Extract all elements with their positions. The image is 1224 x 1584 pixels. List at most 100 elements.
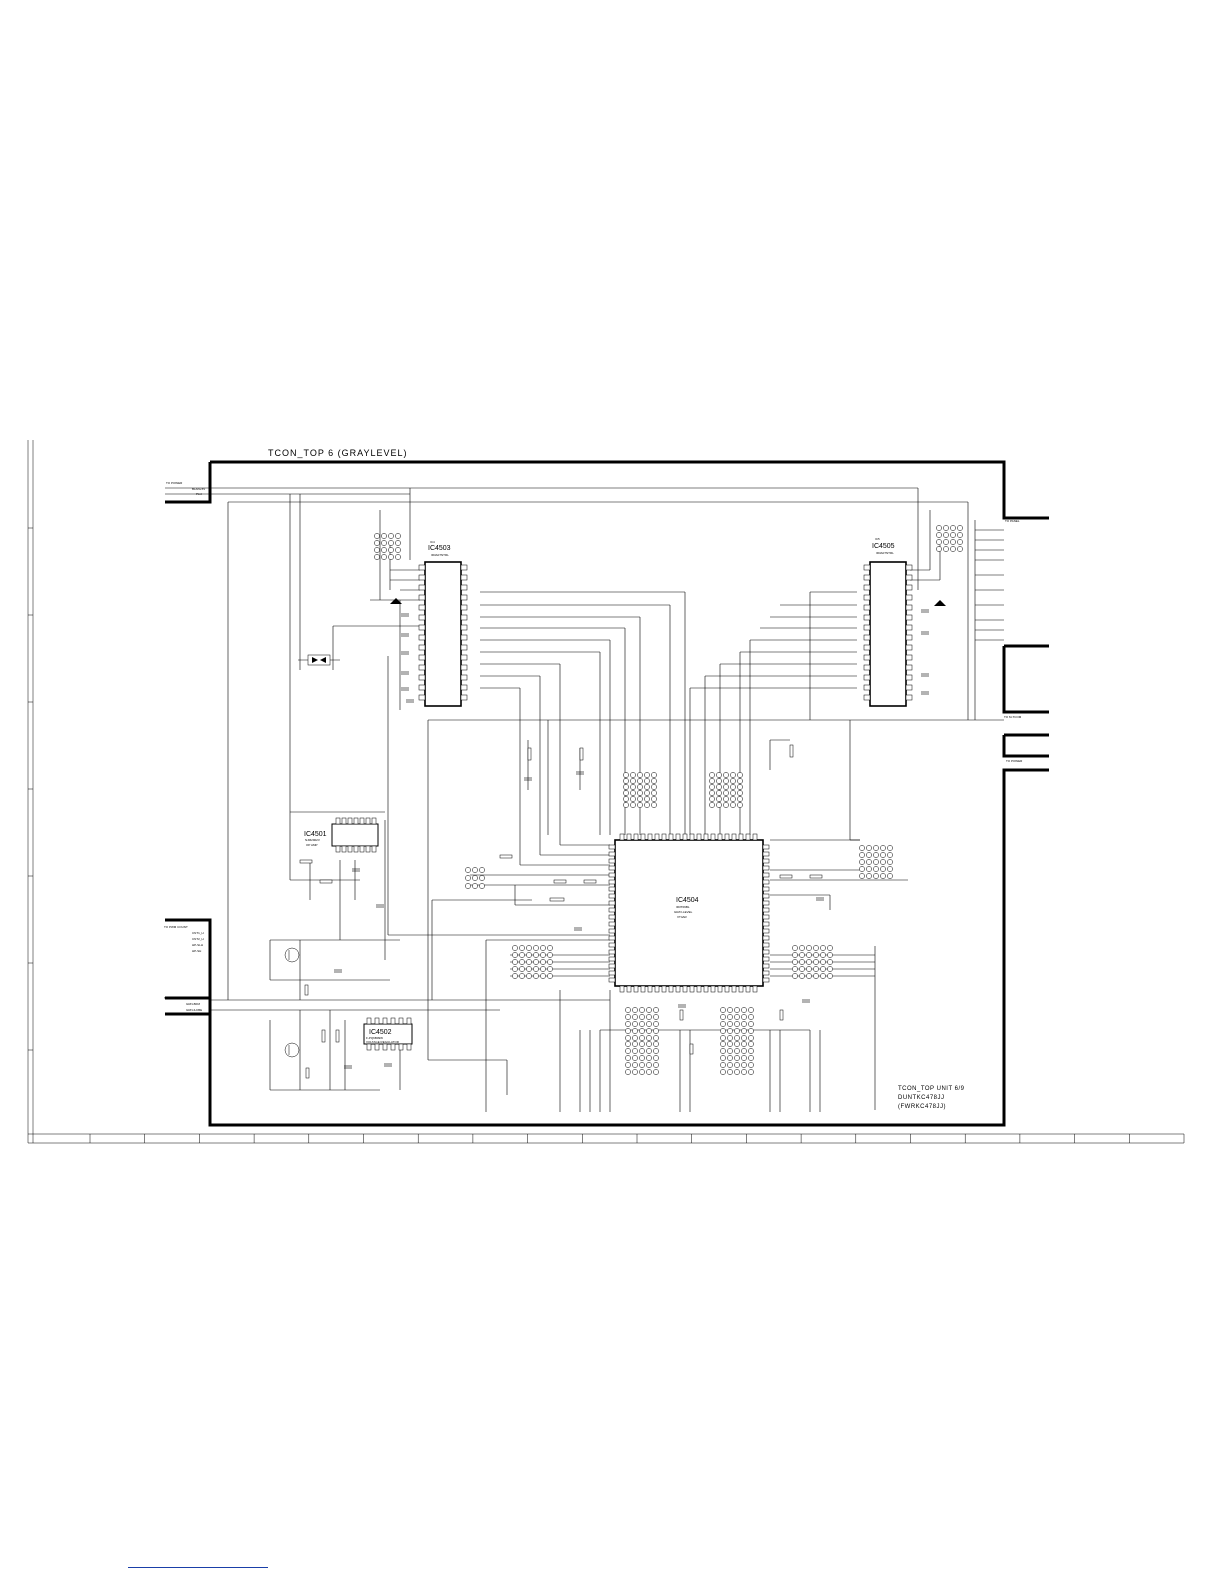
- resistor-array-element: [637, 784, 643, 790]
- resistor-array-element: [936, 532, 942, 538]
- resistor-array-element: [653, 1021, 659, 1027]
- resistor-array-element: [381, 554, 387, 560]
- resistor-array-element: [723, 772, 729, 778]
- ic-pin: [460, 604, 468, 611]
- resistor-array-element: [873, 852, 879, 858]
- resistor-array-element: [827, 952, 833, 958]
- resistor-array-element: [709, 778, 715, 784]
- resistor-array-element: [637, 802, 643, 808]
- resistor-array-element: [799, 966, 805, 972]
- resistor-array-element: [381, 540, 387, 546]
- resistor-array-element: [533, 945, 539, 951]
- resistor-array-element: [639, 1021, 645, 1027]
- resistor-array-element: [748, 1021, 754, 1027]
- resistor-array-element: [957, 546, 963, 552]
- resistor-array-element: [644, 802, 650, 808]
- resistor-array-element: [632, 1021, 638, 1027]
- resistor-array-element: [936, 546, 942, 552]
- resistor-array-element: [730, 784, 736, 790]
- resistor-array-element: [632, 1048, 638, 1054]
- ic-pin: [365, 817, 371, 825]
- resistor-array-element: [820, 966, 826, 972]
- ic-package: VT4AR: [677, 915, 688, 919]
- resistor-array-element: [792, 966, 798, 972]
- ic-pin: [905, 654, 913, 661]
- ic-part-number: NJM2902V: [305, 838, 320, 842]
- resistor-array-element: [741, 1055, 747, 1061]
- ic-pin: [863, 634, 871, 641]
- resistor-array-element: [651, 790, 657, 796]
- resistor-array-element: [720, 1035, 726, 1041]
- ic-pin: [398, 1043, 404, 1051]
- ic-pin: [640, 985, 646, 993]
- resistor-array-element: [623, 796, 629, 802]
- ic-pin: [863, 584, 871, 591]
- resistor: [299, 859, 313, 864]
- resistor-array-element: [943, 539, 949, 545]
- resistor: [779, 874, 793, 879]
- ic-pin: [905, 614, 913, 621]
- resistor-array-element: [651, 778, 657, 784]
- ic-pin: [762, 970, 770, 976]
- ic-pin: [863, 654, 871, 661]
- resistor-array-element: [632, 1007, 638, 1013]
- resistor-array-element: [395, 547, 401, 553]
- connector-panel-label: TO PANEL: [1005, 519, 1020, 523]
- resistor-array-element: [820, 945, 826, 951]
- ic-pin: [762, 942, 770, 948]
- resistor-array-element: [540, 959, 546, 965]
- ic-pin: [608, 865, 616, 871]
- resistor-array-element: [630, 790, 636, 796]
- resistor-array-element: [547, 952, 553, 958]
- ic-reference: IC4504: [676, 897, 699, 904]
- ic-pin: [752, 833, 758, 841]
- resistor: [305, 1067, 310, 1079]
- resistor-array-element: [395, 554, 401, 560]
- resistor-array-element: [737, 784, 743, 790]
- ic-pin: [863, 564, 871, 571]
- resistor-array-element: [720, 1055, 726, 1061]
- ic-pin: [863, 664, 871, 671]
- ic-reference: IC4502: [369, 1029, 392, 1036]
- resistor: [579, 747, 584, 761]
- resistor-array-element: [623, 784, 629, 790]
- resistor-array-element: [479, 867, 485, 873]
- ic-pin: [460, 694, 468, 701]
- resistor-array-element: [639, 1048, 645, 1054]
- resistor-array-element: [630, 772, 636, 778]
- resistor-array-element: [630, 796, 636, 802]
- resistor-array-element: [727, 1055, 733, 1061]
- ic-pin: [762, 844, 770, 850]
- ic-pin: [654, 985, 660, 993]
- ic-pin: [390, 1017, 396, 1025]
- resistor-array-element: [709, 790, 715, 796]
- resistor-array-element: [547, 966, 553, 972]
- footer-link-underline[interactable]: [128, 1567, 268, 1568]
- resistor-array-element: [734, 1035, 740, 1041]
- resistor-array-element: [637, 796, 643, 802]
- resistor-array-element: [374, 533, 380, 539]
- resistor-array-element: [716, 802, 722, 808]
- resistor-array-element: [625, 1021, 631, 1027]
- ic-pin: [341, 817, 347, 825]
- resistor-array-element: [716, 772, 722, 778]
- ic-pin: [626, 833, 632, 841]
- pin-label: GRN-BFM: [186, 1002, 200, 1006]
- resistor-array-element: [720, 1062, 726, 1068]
- resistor-array-element: [632, 1041, 638, 1047]
- resistor-array-element: [873, 859, 879, 865]
- resistor-array-element: [625, 1069, 631, 1075]
- ic-pin: [752, 985, 758, 993]
- ic-pin: [460, 644, 468, 651]
- ic-pin: [608, 851, 616, 857]
- ic-pin: [762, 886, 770, 892]
- resistor-array-element: [806, 973, 812, 979]
- ic-pin: [762, 851, 770, 857]
- ic-pin: [418, 564, 426, 571]
- footer-part: DUNTKC478JJ: [898, 1095, 945, 1101]
- ic-pin: [905, 594, 913, 601]
- resistor-array-element: [526, 945, 532, 951]
- ic-pin: [731, 833, 737, 841]
- connector-label: TO POWER: [166, 481, 183, 485]
- resistor-array-element: [820, 973, 826, 979]
